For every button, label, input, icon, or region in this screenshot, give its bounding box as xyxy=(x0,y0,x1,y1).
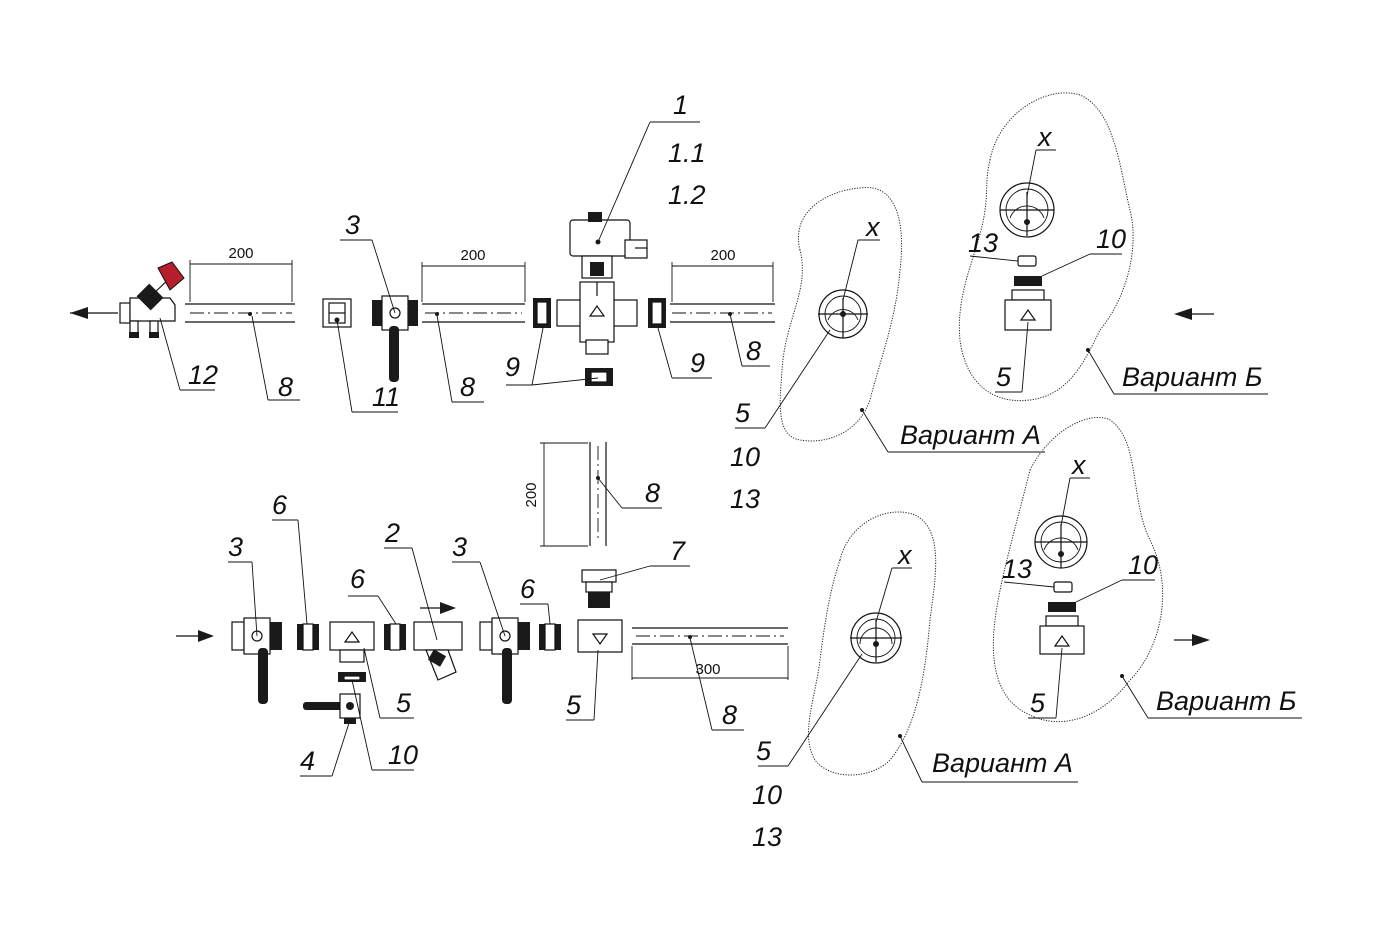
dimension-label: 200 xyxy=(228,245,253,262)
item-label: 9 xyxy=(690,348,705,378)
ball-valve-icon xyxy=(479,617,530,704)
item-label: 8 xyxy=(645,478,660,508)
dimension-label: 300 xyxy=(695,661,720,678)
item-label: 10 xyxy=(1096,224,1126,254)
gauge-label: x xyxy=(1070,450,1087,480)
flow-arrow-left-icon xyxy=(1174,308,1214,320)
three-way-valve xyxy=(556,281,638,355)
nipple-fitting xyxy=(297,623,319,651)
item-label: 1 xyxy=(673,90,688,120)
pipe-segment xyxy=(422,303,525,323)
gauge-icon xyxy=(850,612,902,664)
item-label: 5 xyxy=(996,362,1012,392)
leader-lines xyxy=(159,121,770,413)
pipe-segment xyxy=(632,627,788,645)
item-label: 10 xyxy=(752,780,782,810)
item-label: 5 xyxy=(735,398,751,428)
leader-lines xyxy=(228,519,744,777)
item-label: 2 xyxy=(384,518,400,548)
item-label: 10 xyxy=(1128,550,1158,580)
dimension-200: 200 xyxy=(671,247,774,302)
tee-icon xyxy=(329,621,375,663)
item-label: 12 xyxy=(188,360,218,390)
detail-variant-a-upper: x 5 10 13 Вариант А xyxy=(730,187,1045,514)
variant-label: Вариант Б xyxy=(1156,686,1297,716)
item-label: 10 xyxy=(730,442,760,472)
dimension-200: 200 xyxy=(523,442,588,547)
item-label: 1.2 xyxy=(668,180,706,210)
dimension-label: 200 xyxy=(523,482,540,507)
item-label: 13 xyxy=(968,228,998,258)
dimension-200: 200 xyxy=(189,245,293,302)
dimension-300: 300 xyxy=(631,646,789,680)
item-label: 8 xyxy=(460,372,475,402)
pipe-segment-vertical xyxy=(589,442,607,546)
dimension-label: 200 xyxy=(710,247,735,264)
pipe-segment xyxy=(670,303,775,323)
flow-arrow-right-icon xyxy=(1174,634,1210,646)
item-label: 9 xyxy=(505,352,520,382)
detail-variant-a-lower: x 5 10 13 Вариант А xyxy=(752,511,1078,852)
item-label: 5 xyxy=(396,688,412,718)
item-label: 3 xyxy=(452,532,467,562)
item-label: 6 xyxy=(350,564,366,594)
item-label: 5 xyxy=(566,690,582,720)
filter-icon xyxy=(413,602,463,681)
gauge-label: x xyxy=(896,540,913,570)
item-label: 11 xyxy=(372,382,400,412)
nut-fitting xyxy=(648,298,666,328)
dimension-label: 200 xyxy=(460,247,485,264)
item-label: 4 xyxy=(300,746,315,776)
dimension-200: 200 xyxy=(421,247,526,302)
gauge-label: x xyxy=(864,212,881,242)
item-label: 13 xyxy=(1002,554,1032,584)
item-label: 3 xyxy=(228,532,243,562)
item-label: 5 xyxy=(756,736,772,766)
tee-icon xyxy=(577,619,623,653)
balancing-valve xyxy=(119,261,185,338)
item-label: 13 xyxy=(752,822,782,852)
item-label: 10 xyxy=(388,740,418,770)
flow-arrow-right-icon xyxy=(176,630,214,642)
air-vent xyxy=(581,569,617,608)
gauge-icon xyxy=(999,182,1055,238)
item-label: 8 xyxy=(746,336,761,366)
item-label: 6 xyxy=(272,490,288,520)
nut-fitting xyxy=(585,368,613,386)
variant-label: Вариант А xyxy=(932,748,1073,778)
item-label: 13 xyxy=(730,484,760,514)
item-label: 3 xyxy=(345,210,360,240)
ball-valve-icon xyxy=(231,617,282,704)
union-fitting xyxy=(322,298,352,328)
gauge-label: x xyxy=(1036,122,1053,152)
detail-variant-b-lower: x 13 10 5 Вариант Б xyxy=(992,416,1302,722)
drain-valve xyxy=(303,693,361,724)
item-label: 7 xyxy=(670,536,686,566)
item-label: 5 xyxy=(1030,688,1046,718)
gauge-icon xyxy=(818,289,868,339)
item-label: 8 xyxy=(722,700,737,730)
nipple-fitting xyxy=(539,623,561,651)
variant-label: Вариант Б xyxy=(1122,362,1263,392)
nut-fitting xyxy=(533,298,551,328)
item-label: 8 xyxy=(278,372,293,402)
item-label: 1.1 xyxy=(668,138,706,168)
flow-arrow-left-icon xyxy=(70,307,118,319)
gauge-icon xyxy=(1034,515,1088,569)
actuator-icon xyxy=(569,212,648,279)
item-label: 6 xyxy=(520,574,536,604)
nipple-fitting xyxy=(384,623,406,651)
pipe-segment xyxy=(185,303,295,323)
detail-variant-b-upper: x 13 10 5 Вариант Б xyxy=(958,92,1268,402)
variant-label: Вариант А xyxy=(900,420,1041,450)
ball-valve-icon xyxy=(372,295,418,382)
